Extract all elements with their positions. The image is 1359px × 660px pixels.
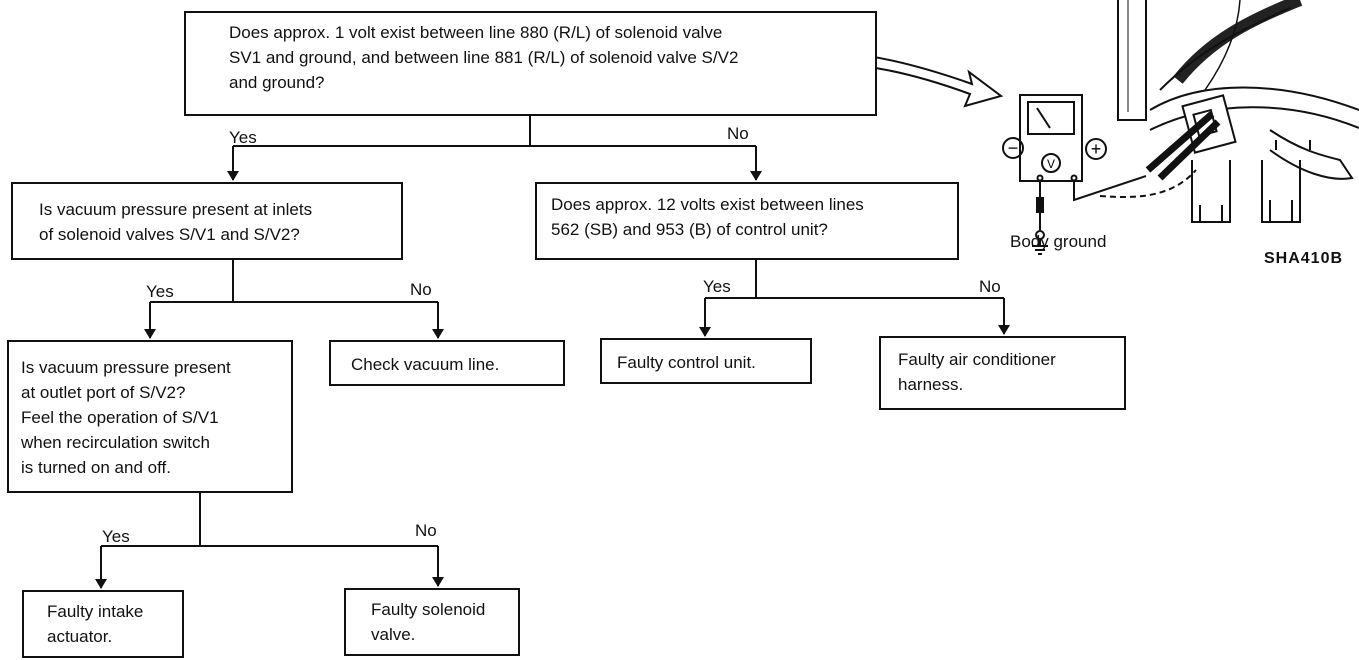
result-text-line: Faulty intake	[47, 602, 144, 621]
yes-label: Yes	[102, 527, 130, 546]
result-box-check-vacuum-line: Check vacuum line.	[329, 340, 565, 386]
plus-symbol: +	[1091, 139, 1102, 159]
question-text-line: Is vacuum pressure present	[21, 358, 231, 377]
no-label: No	[979, 277, 1001, 296]
result-text-line: Faulty air conditioner	[898, 350, 1056, 369]
question-text-line: of solenoid valves S/V1 and S/V2?	[39, 225, 300, 244]
question-box-volt-solenoid: Does approx. 1 volt exist between line 8…	[184, 11, 877, 116]
result-text-line: harness.	[898, 375, 964, 394]
question-text-line: Does approx. 12 volts exist between line…	[551, 195, 864, 214]
result-text-line: actuator.	[47, 627, 113, 646]
minus-terminal-icon	[1002, 137, 1024, 159]
no-label: No	[415, 521, 437, 540]
question-text-line: and ground?	[229, 73, 325, 92]
voltmeter-body	[1019, 94, 1083, 182]
question-box-vacuum-inlets: Is vacuum pressure present at inlets of …	[11, 182, 403, 260]
result-text-line: Faulty solenoid	[371, 600, 486, 619]
no-label: No	[727, 124, 749, 143]
yes-label: Yes	[146, 282, 174, 301]
callout-arrow	[861, 53, 1004, 108]
result-box-faulty-control-unit: Faulty control unit.	[600, 338, 812, 384]
yes-label: Yes	[229, 128, 257, 147]
plus-terminal-icon	[1085, 138, 1107, 160]
question-text-line: Does approx. 1 volt exist between line 8…	[229, 23, 723, 42]
question-text-line: Is vacuum pressure present at inlets	[39, 200, 313, 219]
result-text-line: Faulty control unit.	[617, 353, 756, 372]
meter-dial	[1041, 153, 1061, 173]
yes-label: Yes	[703, 277, 731, 296]
result-text-line: valve.	[371, 625, 416, 644]
question-box-vacuum-outlet: Is vacuum pressure present at outlet por…	[7, 340, 293, 493]
no-label: No	[410, 280, 432, 299]
meter-symbol: V	[1047, 157, 1055, 171]
question-text-line: Feel the operation of S/V1	[21, 408, 219, 427]
result-text-line: Check vacuum line.	[351, 355, 500, 374]
minus-symbol: −	[1008, 138, 1019, 158]
bracket-shape	[1117, 0, 1147, 121]
question-text-line: SV1 and ground, and between line 881 (R/…	[229, 48, 739, 67]
result-box-faulty-intake-actuator: Faulty intake actuator.	[22, 590, 184, 658]
result-box-faulty-ac-harness: Faulty air conditioner harness.	[879, 336, 1126, 410]
body-ground-caption: Body ground	[1010, 232, 1107, 251]
question-text-line: at outlet port of S/V2?	[21, 383, 186, 402]
question-text-line: 562 (SB) and 953 (B) of control unit?	[551, 220, 828, 239]
figure-code: SHA410B	[1264, 250, 1344, 267]
question-box-12-volts: Does approx. 12 volts exist between line…	[535, 182, 959, 260]
question-text-line: is turned on and off.	[21, 458, 171, 477]
question-text-line: when recirculation switch	[21, 433, 210, 452]
result-box-faulty-solenoid-valve: Faulty solenoid valve.	[344, 588, 520, 656]
voltmeter-connection-illustration: V − +	[1002, 0, 1359, 255]
